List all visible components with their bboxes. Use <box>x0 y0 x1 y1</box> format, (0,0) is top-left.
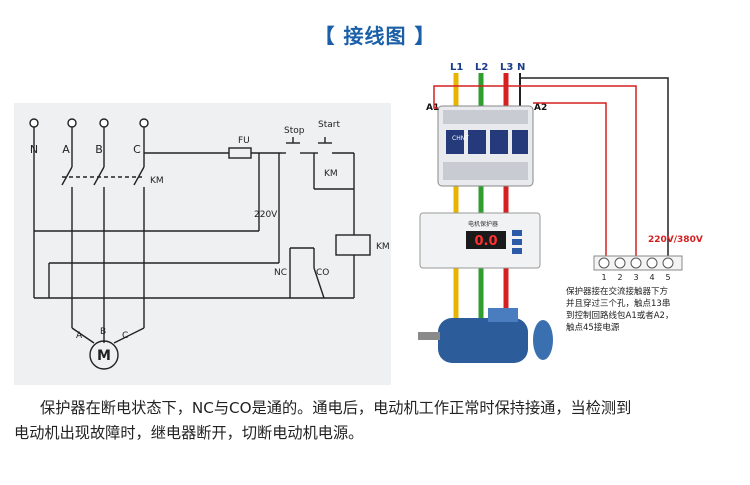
note-line-3: 到控制回路线包A1或者A2， <box>566 310 673 321</box>
terminal-b <box>99 118 109 128</box>
motor-phase-c: C <box>122 331 128 341</box>
nc-label: NC <box>274 268 287 278</box>
motor-phase-b: B <box>100 327 106 337</box>
contactor-top <box>443 110 528 124</box>
terminal-number-2: 2 <box>617 273 622 282</box>
terminal-label-c: C <box>133 143 141 156</box>
co-label: CO <box>316 268 329 278</box>
display-value: 0.0 <box>474 234 497 249</box>
terminal-a <box>67 118 77 128</box>
motor-end-cap <box>533 320 553 360</box>
contactor-window-2 <box>468 130 486 154</box>
terminal-label-b: B <box>95 143 103 156</box>
line-label-n: N <box>517 62 525 73</box>
terminal-screw-2 <box>614 257 626 269</box>
line-label-l2: L2 <box>475 62 488 73</box>
note-line-2: 并且穿过三个孔，触点13串 <box>566 298 670 309</box>
motor-body <box>438 318 528 363</box>
km-coil-symbol <box>335 234 371 256</box>
start-label: Start <box>318 120 340 130</box>
terminal-screw-3 <box>630 257 642 269</box>
a1-label: A1 <box>426 103 439 113</box>
terminal-label-a: A <box>62 143 70 156</box>
protector-button-2[interactable] <box>512 239 522 245</box>
note-line-4: 触点45接电源 <box>566 322 620 333</box>
contactor-window-1 <box>446 130 464 154</box>
km-aux-label: KM <box>324 169 338 179</box>
motor-terminal-box <box>488 308 518 322</box>
contactor-window-3 <box>490 130 508 154</box>
stop-label: Stop <box>284 126 305 136</box>
voltage-label: 220V <box>254 210 278 220</box>
protector-label: 电机保护器 <box>468 220 498 228</box>
motor-label: M <box>97 348 111 364</box>
terminal-label-n: N <box>30 143 38 156</box>
a2-control-wire <box>533 102 607 258</box>
terminal-screw-1 <box>598 257 610 269</box>
terminal-number-4: 4 <box>649 273 654 282</box>
fuse-label: FU <box>238 136 250 146</box>
caption-line-2: 电动机出现故障时，继电器断开，切断电动机电源。 <box>14 424 364 442</box>
caption-line-1: 保护器在断电状态下，NC与CO是通的。通电后，电动机工作正常时保持接通，当检测到 <box>40 399 632 417</box>
protector-display <box>466 231 506 249</box>
line-label-l1: L1 <box>450 62 463 73</box>
terminal-screw-4 <box>646 257 658 269</box>
wiring-illustration: L1 L2 L3 N CHNT A1 A2 电机保护器 0.0 220V/380… <box>418 62 703 363</box>
motor-phase-a: A <box>76 331 83 341</box>
protector-button-1[interactable] <box>512 230 522 236</box>
terminal-number-1: 1 <box>601 273 606 282</box>
a1-control-wire <box>433 85 637 258</box>
km-coil-label: KM <box>376 242 390 252</box>
motor-symbol <box>89 340 119 370</box>
protector-button-3[interactable] <box>512 248 522 254</box>
terminal-number-3: 3 <box>633 273 638 282</box>
schematic-background <box>14 103 391 385</box>
diagram-title: 【 接线图 】 <box>314 24 436 48</box>
terminal-n <box>29 118 39 128</box>
contactor-bottom <box>443 162 528 180</box>
caption: 保护器在断电状态下，NC与CO是通的。通电后，电动机工作正常时保持接通，当检测到… <box>14 396 750 446</box>
line-label-l3: L3 <box>500 62 513 73</box>
km-main-label: KM <box>150 176 164 186</box>
a2-label: A2 <box>534 103 547 113</box>
terminal-screw-5 <box>662 257 674 269</box>
control-schematic: N A B C FU Stop Start KM KM KM 220V NC C… <box>14 103 391 385</box>
contactor-window-4 <box>512 130 528 154</box>
voltage-range-label: 220V/380V <box>648 235 703 245</box>
terminal-c <box>139 118 149 128</box>
motor-shaft <box>418 332 440 340</box>
terminal-number-5: 5 <box>665 273 670 282</box>
brand-label: CHNT <box>452 135 469 142</box>
n-control-wire <box>520 77 669 258</box>
note-line-1: 保护器接在交流接触器下方 <box>566 286 668 297</box>
